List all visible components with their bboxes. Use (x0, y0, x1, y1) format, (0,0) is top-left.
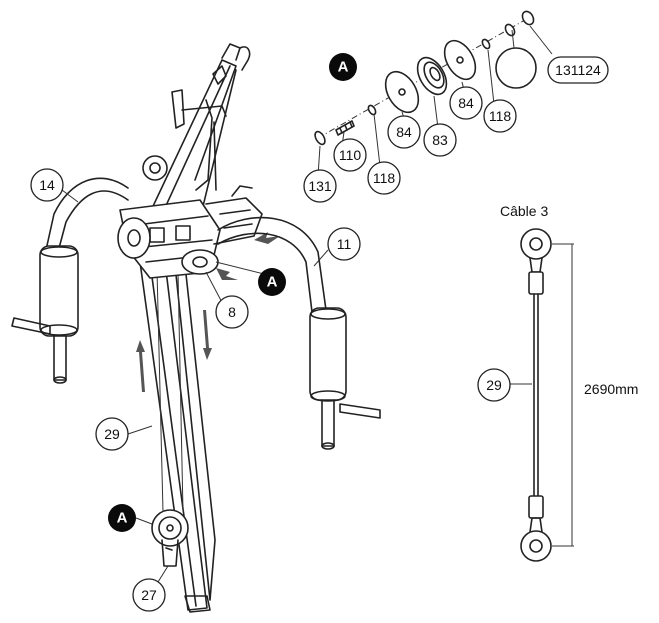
right-arm-pad (309, 307, 347, 401)
pivot-pulley (181, 249, 219, 275)
callout-29-main: 29 (95, 417, 129, 451)
svg-text:131124: 131124 (555, 62, 601, 78)
callout-118-b: 118 (483, 99, 517, 133)
left-arm-pad (39, 245, 79, 337)
svg-text:110: 110 (339, 147, 362, 163)
detail-a-badge-top: A (329, 53, 357, 81)
svg-text:83: 83 (432, 132, 448, 148)
svg-text:A: A (338, 59, 349, 76)
svg-text:118: 118 (373, 170, 396, 186)
svg-text:8: 8 (228, 304, 236, 320)
callout-110: 110 (333, 138, 367, 172)
cable-bottom-eye (520, 530, 552, 562)
callout-29-cable: 29 (477, 368, 511, 402)
svg-text:131: 131 (308, 178, 332, 194)
callout-14: 14 (30, 168, 64, 202)
svg-text:118: 118 (489, 108, 512, 124)
callout-131-left: 131 (303, 169, 337, 203)
lower-pulley-wheel (151, 509, 189, 547)
callout-8: 8 (215, 295, 249, 329)
upper-pulley-wheel (142, 155, 168, 181)
svg-text:27: 27 (141, 587, 157, 603)
arrow-down-icon (203, 310, 212, 360)
svg-text:14: 14 (39, 177, 55, 193)
cable-top-eye (520, 228, 552, 260)
detail-a-badge-middle: A (258, 268, 286, 296)
svg-text:A: A (117, 510, 128, 527)
callout-11: 11 (327, 227, 361, 261)
detail-magnifier-circle (495, 47, 537, 89)
pulley-plate-right (443, 39, 477, 81)
svg-text:11: 11 (337, 236, 352, 252)
callout-27: 27 (132, 578, 166, 612)
pulley-plate-left (384, 70, 420, 114)
svg-text:A: A (267, 274, 278, 291)
cable-length-label: 2690mm (584, 381, 638, 397)
callout-84-b: 84 (449, 86, 483, 120)
svg-text:29: 29 (104, 426, 120, 442)
callout-118-a: 118 (367, 161, 401, 195)
svg-text:29: 29 (486, 377, 502, 393)
callout-83: 83 (423, 123, 457, 157)
detail-a-badge-bottom: A (108, 504, 136, 532)
callout-84-a: 84 (387, 115, 421, 149)
svg-text:84: 84 (458, 95, 474, 111)
cable-title: Câble 3 (500, 203, 548, 219)
callout-131124: 131124 (547, 56, 609, 84)
svg-text:84: 84 (396, 124, 412, 140)
main-frame-assembly (11, 43, 381, 613)
arrow-up-icon (136, 340, 145, 392)
cable-3-drawing: Câble 3 2690mm (500, 203, 638, 562)
exploded-pulley-detail (314, 10, 537, 146)
